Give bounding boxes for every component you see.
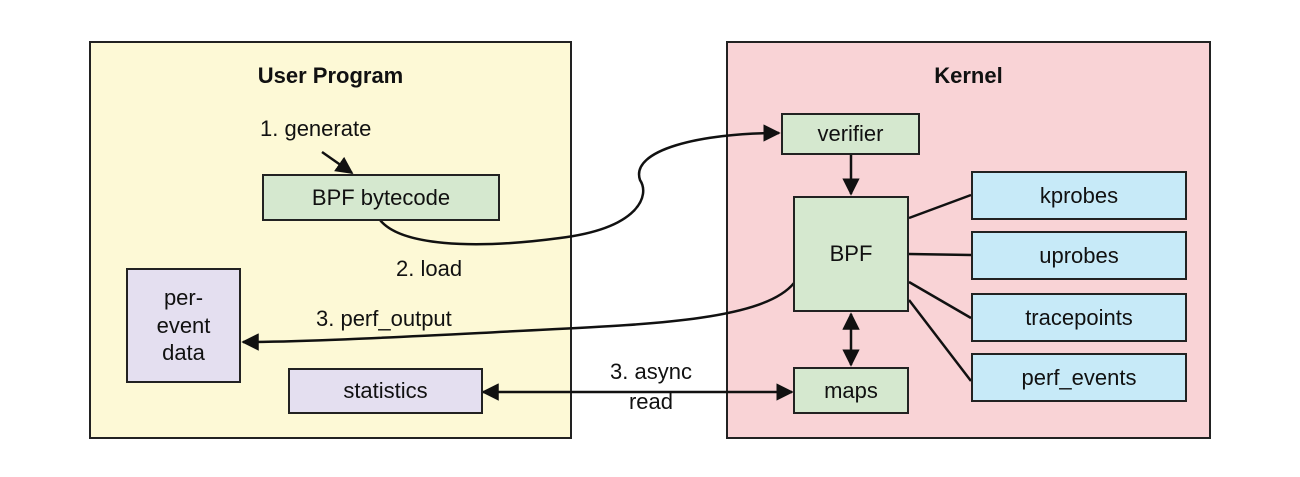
perf-output-label: 3. perf_output — [316, 306, 452, 331]
statistics-box: statistics — [288, 368, 483, 414]
per-event-data-line1: per- — [163, 285, 204, 311]
async-read-label-line1: 3. async — [610, 359, 692, 384]
user-program-title: User Program — [257, 63, 404, 88]
per-event-data-line3: data — [162, 340, 205, 366]
tracepoints-box: tracepoints — [971, 293, 1187, 342]
kernel-title: Kernel — [934, 63, 1003, 88]
per-event-data-box: per- event data — [126, 268, 241, 383]
load-label: 2. load — [396, 256, 463, 281]
bpf-bytecode-box: BPF bytecode — [262, 174, 500, 221]
bpf-box: BPF — [793, 196, 909, 312]
maps-box: maps — [793, 367, 909, 414]
verifier-box: verifier — [781, 113, 920, 155]
uprobes-box: uprobes — [971, 231, 1187, 280]
async-read-label: 3. async read — [596, 357, 706, 416]
kprobes-box: kprobes — [971, 171, 1187, 220]
perf-events-box: perf_events — [971, 353, 1187, 402]
generate-label: 1. generate — [260, 116, 372, 141]
per-event-data-line2: event — [156, 312, 211, 338]
async-read-label-line2: read — [628, 388, 674, 414]
